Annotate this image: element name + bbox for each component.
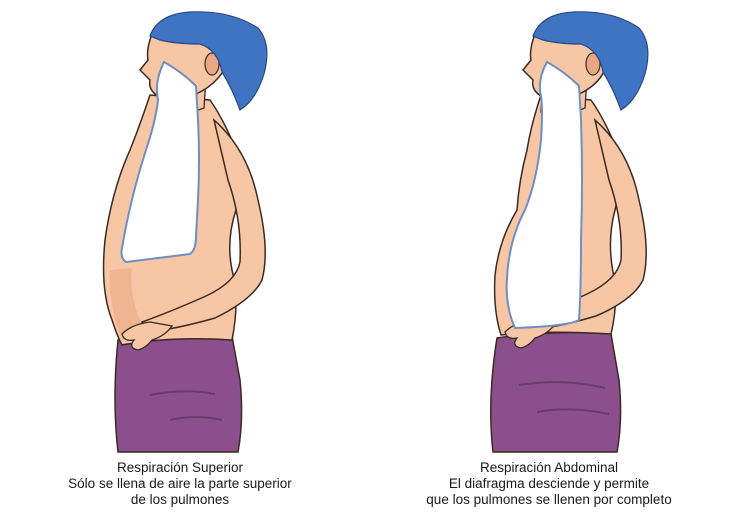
caption-abdominal-breathing: Respiración Abdominal El diafragma desci… [369,460,729,508]
caption-title: Respiración Abdominal [369,460,729,476]
caption-line: de los pulmones [0,492,360,508]
caption-line: Sólo se llena de aire la parte superior [0,476,360,492]
pants [491,333,621,452]
figure-upper-breathing: Respiración Superior Sólo se llena de ai… [0,0,360,518]
caption-upper-breathing: Respiración Superior Sólo se llena de ai… [0,460,360,508]
abdominal-breathing-illustration [369,0,729,460]
caption-line: El diafragma desciende y permite [369,476,729,492]
figure-abdominal-breathing: Respiración Abdominal El diafragma desci… [369,0,729,518]
pants [115,335,242,452]
caption-title: Respiración Superior [0,460,360,476]
caption-line: que los pulmones se llenen por completo [369,492,729,508]
upper-breathing-illustration [0,0,360,460]
